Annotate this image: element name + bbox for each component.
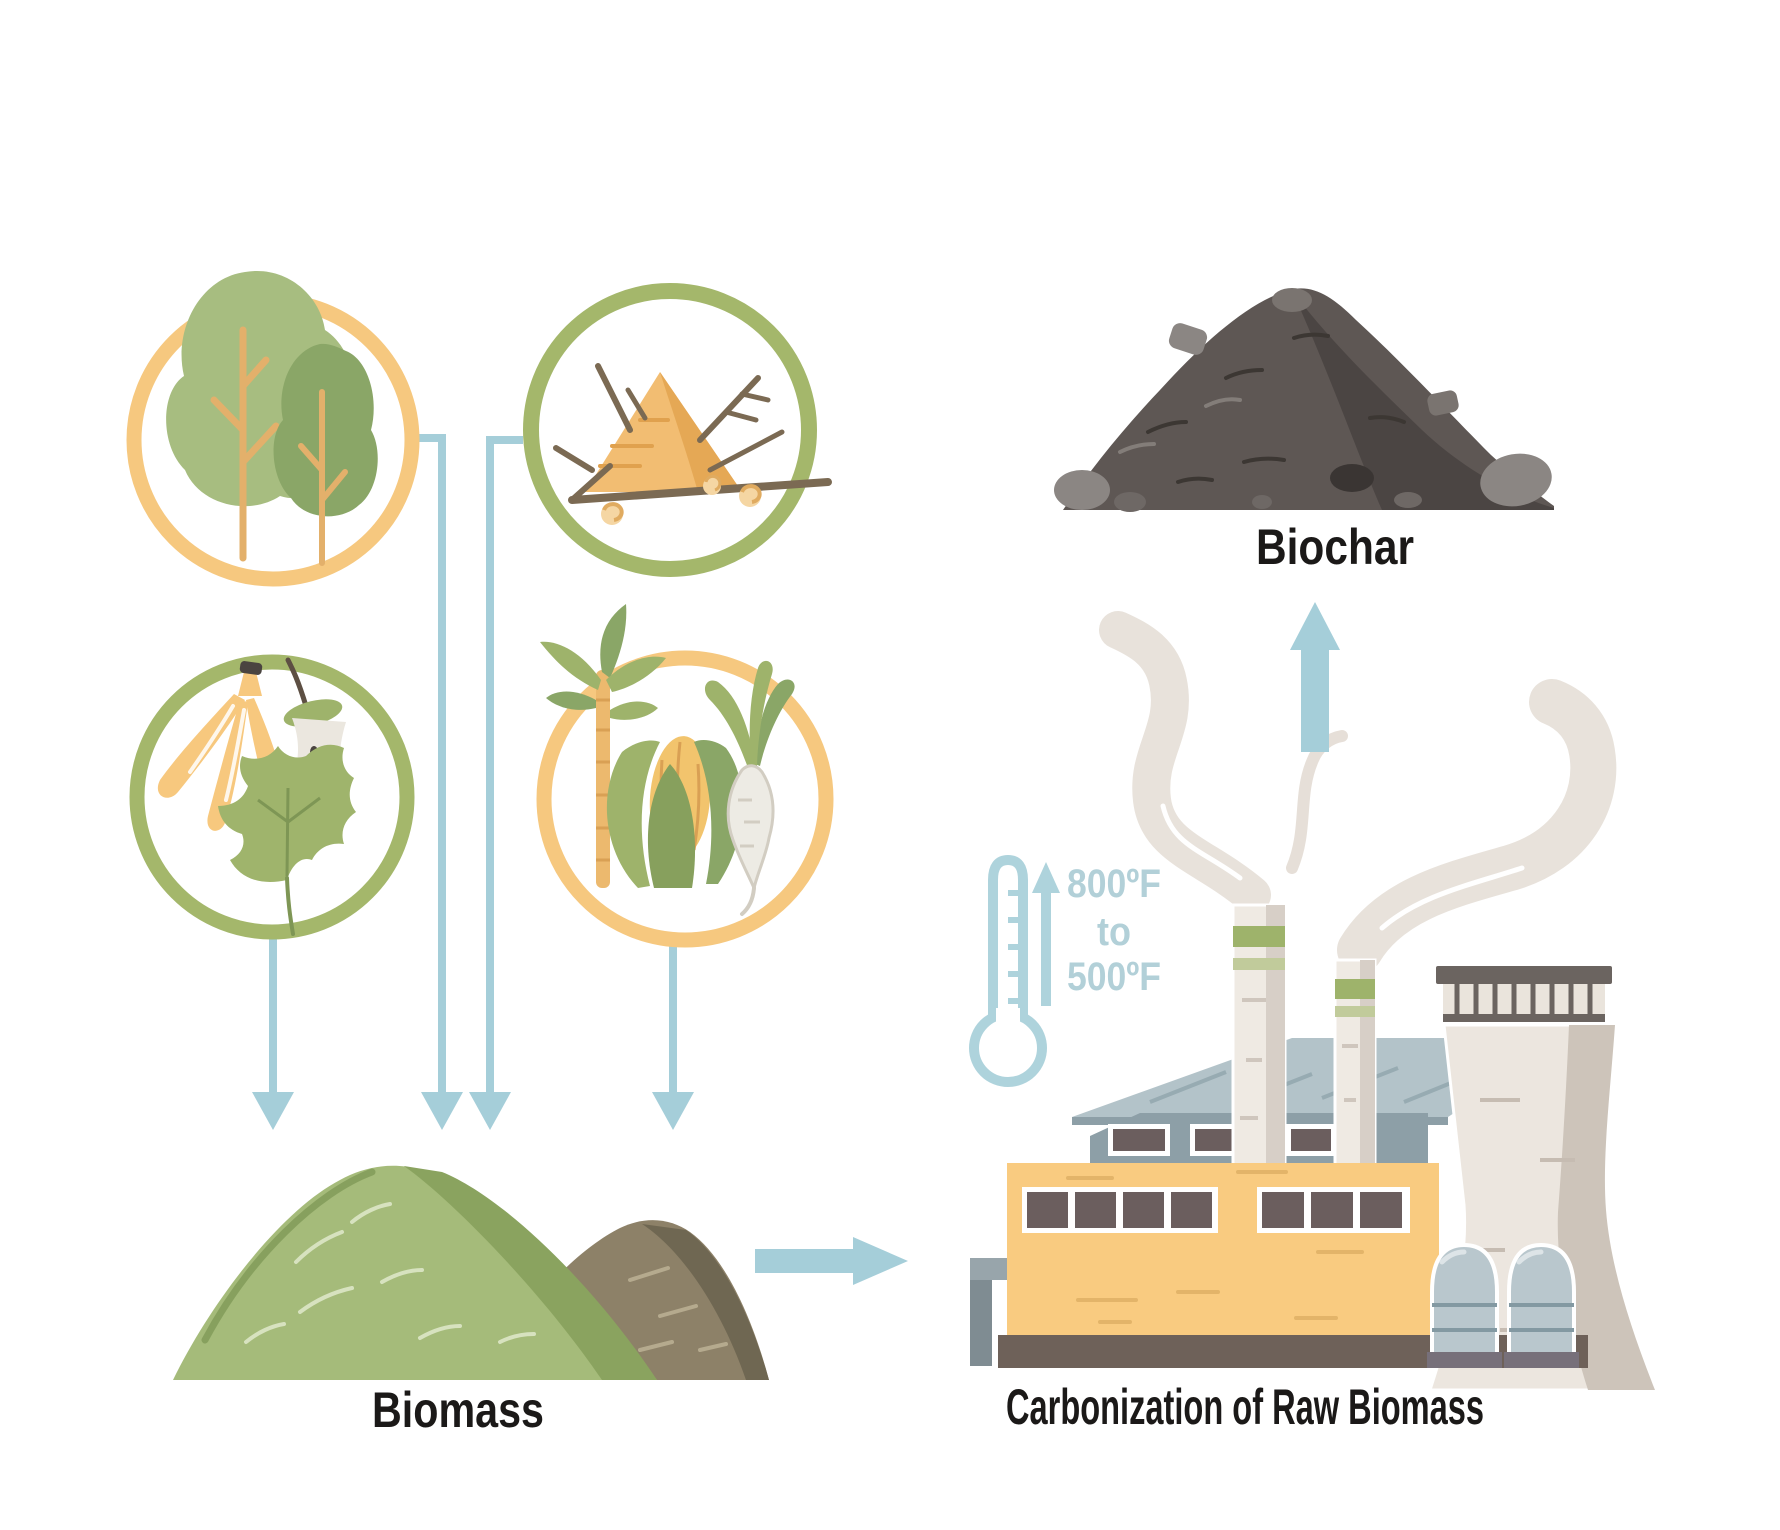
carbonization-label: Carbonization of Raw Biomass [1006,1379,1484,1435]
food-waste-ring [129,654,415,940]
factory-pipe [970,1258,1010,1366]
biomass-to-factory-arrow [755,1237,908,1285]
food-waste-connector [252,938,294,1130]
crops-ring [536,650,834,948]
sugarcane [540,604,666,888]
factory [970,903,1658,1392]
crops-icon [540,604,795,916]
biochar-label: Biochar [1256,519,1414,575]
biochar-pile [1054,288,1554,512]
tank-2 [1504,1242,1579,1368]
temperature-up-arrow [1032,862,1060,1006]
smoke-plumes [1099,611,1617,973]
waste-leaf [218,744,356,936]
food-waste-icon [157,657,356,936]
biomass-pile [173,1165,769,1380]
biomass-label: Biomass [372,1382,544,1438]
radish [704,660,795,916]
trees-icon [166,270,378,566]
tank-1 [1427,1242,1502,1368]
temp-range-mid: to [1097,910,1131,954]
straw-icon [553,363,832,525]
straw-shavings [601,474,762,525]
temp-range-top: 800ºF [1067,862,1161,906]
corn [606,736,743,888]
crops-connector [652,946,694,1130]
flow-arrows [252,434,1340,1285]
chimney-2 [1333,958,1377,1167]
storage-tanks [1427,1242,1579,1368]
straw-connector [469,436,523,1130]
temp-range-bottom: 500ºF [1067,955,1161,999]
thermometer: 800ºF to 500ºF [969,854,1161,1087]
factory-main-building [1007,1163,1439,1335]
factory-to-biochar-arrow [1290,602,1340,752]
trees-connector [419,434,463,1130]
chimney-1 [1231,903,1287,1167]
straw-ring [523,283,817,577]
